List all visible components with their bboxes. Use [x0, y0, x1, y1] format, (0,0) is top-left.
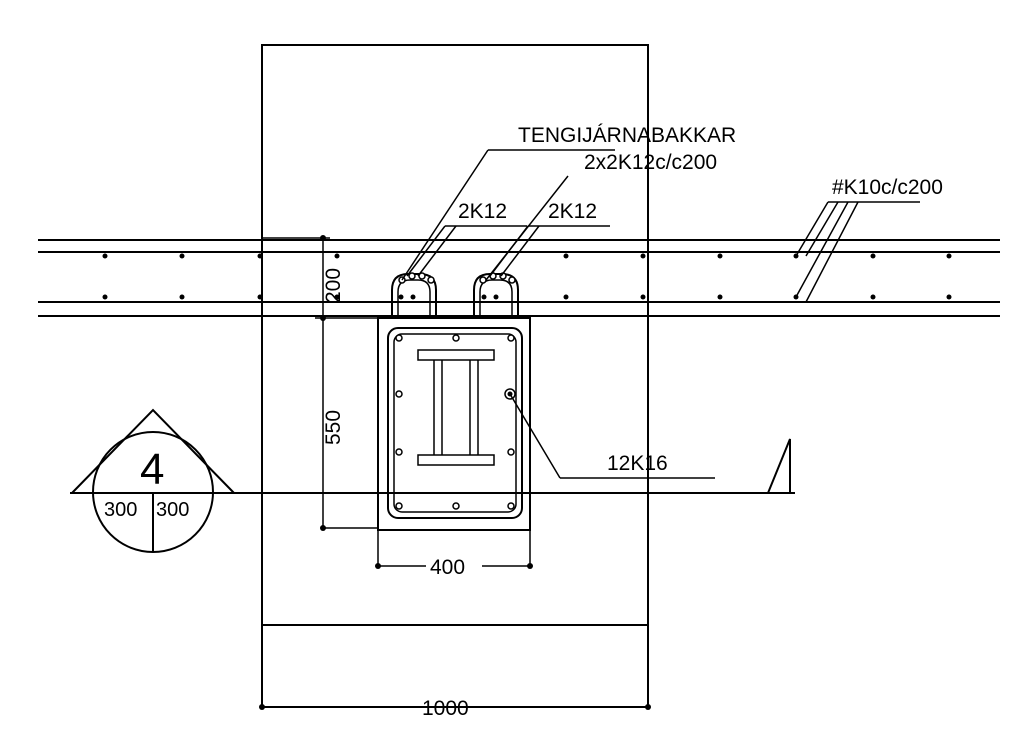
- dim-label-550: 550: [322, 410, 345, 445]
- steel-i-section: [417, 349, 495, 466]
- dim-label-400: 400: [430, 556, 465, 579]
- label-bar-left: 2K12: [458, 200, 507, 223]
- beam-stirrup-inner: [393, 333, 517, 513]
- label-column-bars: 12K16: [607, 452, 668, 475]
- label-tie-spacing: 2x2K12c/c200: [584, 151, 717, 174]
- dim-horizontal-1000: [259, 704, 651, 710]
- dim-vertical-550: [315, 315, 378, 531]
- label-bar-right: 2K12: [548, 200, 597, 223]
- section-marker: [71, 408, 235, 553]
- dim-vertical-200: [262, 235, 330, 318]
- beam-outline: [377, 317, 531, 531]
- slab-rebar-dots: [102, 253, 952, 300]
- section-left-value: 300: [104, 499, 137, 521]
- section-right-value: 300: [156, 499, 189, 521]
- tie-bar-right: [473, 272, 519, 318]
- column-outline: [261, 44, 649, 708]
- beam-rebar: [395, 334, 516, 510]
- label-mesh: #K10c/c200: [832, 176, 943, 199]
- dim-horizontal-400: [375, 530, 533, 569]
- dim-label-1000: 1000: [422, 697, 469, 720]
- tie-bar-left: [391, 272, 437, 318]
- section-cut: [70, 438, 795, 494]
- section-number: 4: [140, 445, 164, 494]
- label-tengijarnabakkar: TENGIJÁRNABAKKAR: [518, 124, 736, 147]
- beam-stirrup-outer: [387, 327, 523, 519]
- dim-label-200: 200: [322, 268, 345, 303]
- leader-lines: [401, 149, 920, 479]
